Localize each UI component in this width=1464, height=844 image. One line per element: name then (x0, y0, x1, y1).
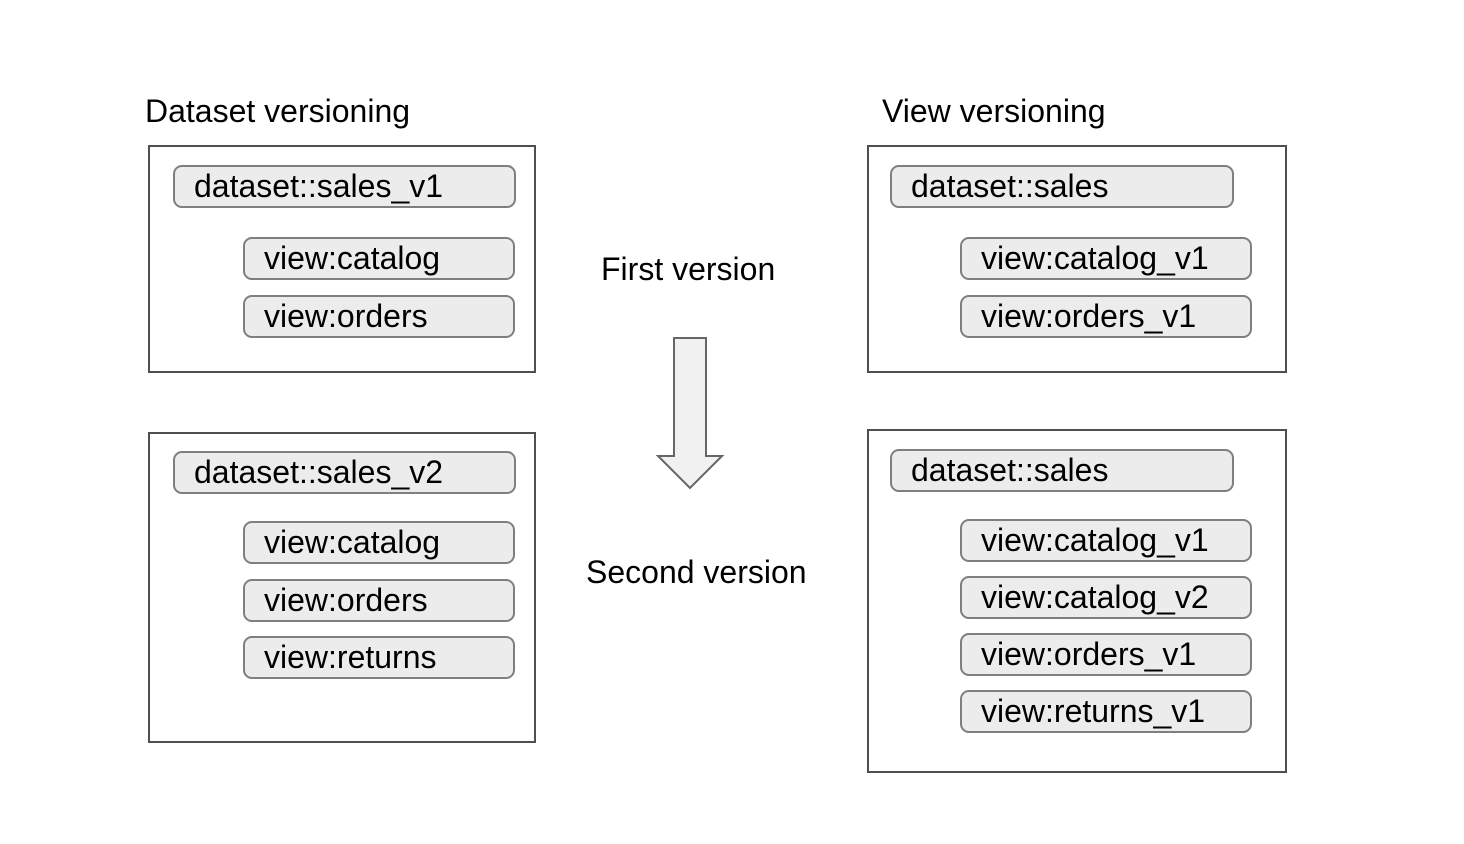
first-version-label: First version (601, 251, 776, 287)
dataset-pill: dataset::sales_v2 (173, 451, 516, 494)
dataset-versioning-first-box: dataset::sales_v1 view:catalog view:orde… (148, 145, 536, 373)
dataset-versioning-title: Dataset versioning (145, 93, 411, 129)
dataset-pill: dataset::sales_v1 (173, 165, 516, 208)
view-pill: view:returns (243, 636, 515, 679)
view-pill: view:catalog (243, 521, 515, 564)
view-pill: view:orders_v1 (960, 295, 1252, 338)
view-versioning-first-box: dataset::sales view:catalog_v1 view:orde… (867, 145, 1287, 373)
view-pill: view:catalog_v1 (960, 237, 1252, 280)
view-pill: view:catalog_v2 (960, 576, 1252, 619)
dataset-pill: dataset::sales (890, 165, 1234, 208)
view-pill: view:catalog_v1 (960, 519, 1252, 562)
view-pill: view:orders (243, 295, 515, 338)
view-pill: view:orders (243, 579, 515, 622)
view-versioning-second-box: dataset::sales view:catalog_v1 view:cata… (867, 429, 1287, 773)
view-pill: view:returns_v1 (960, 690, 1252, 733)
dataset-pill: dataset::sales (890, 449, 1234, 492)
view-pill: view:catalog (243, 237, 515, 280)
second-version-label: Second version (586, 554, 807, 590)
view-versioning-title: View versioning (882, 93, 1106, 129)
down-arrow-icon (655, 337, 725, 490)
dataset-versioning-second-box: dataset::sales_v2 view:catalog view:orde… (148, 432, 536, 743)
view-pill: view:orders_v1 (960, 633, 1252, 676)
